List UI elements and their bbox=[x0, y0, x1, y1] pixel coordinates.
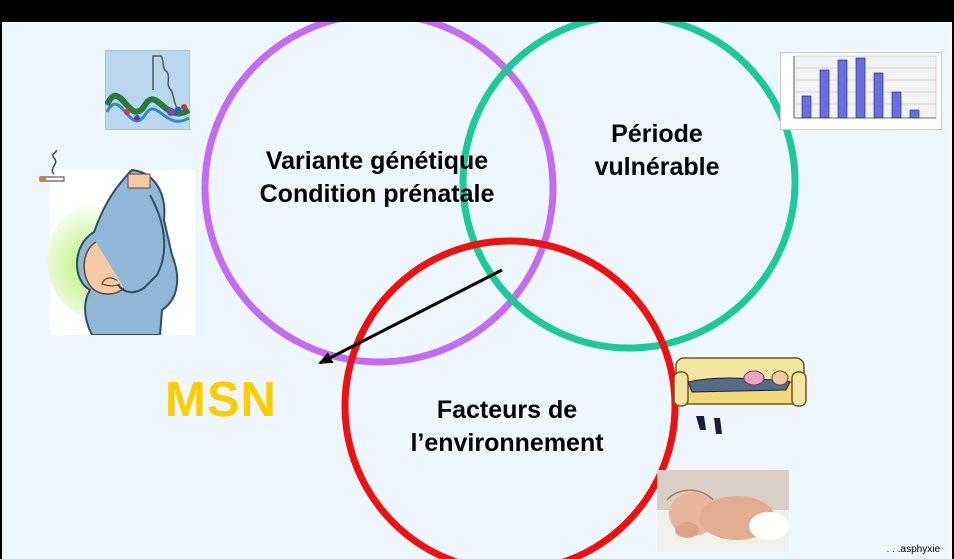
vulnerable-period-label-line-1: Période bbox=[611, 120, 703, 148]
outcome-arrow bbox=[318, 268, 503, 365]
baby-prone-sleeping-image bbox=[657, 470, 789, 552]
outcome-label: MSN bbox=[165, 373, 277, 427]
vulnerable-period-circle bbox=[459, 22, 799, 352]
pregnant-smoking-image bbox=[39, 150, 195, 335]
vulnerable-period-label: Période vulnérable bbox=[562, 118, 752, 184]
footnote: . . .asphyxie bbox=[886, 544, 940, 555]
vulnerable-period-label-line-2: vulnérable bbox=[594, 153, 720, 181]
venn-diagram bbox=[201, 22, 799, 559]
dna-image bbox=[105, 50, 190, 130]
genetic-label: Variante génétique Condition prénatale bbox=[227, 145, 527, 211]
genetic-label-line-2: Condition prénatale bbox=[259, 180, 495, 208]
genetic-circle bbox=[201, 22, 557, 366]
sleeping-on-sofa-image bbox=[674, 357, 807, 434]
slide: Variante génétique Condition prénatale P… bbox=[2, 22, 952, 559]
environment-label-line-1: Facteurs de bbox=[436, 396, 578, 424]
genetic-label-line-1: Variante génétique bbox=[265, 147, 489, 175]
environment-label-line-2: l’environnement bbox=[410, 429, 604, 457]
age-distribution-chart-image bbox=[780, 52, 942, 130]
environment-label: Facteurs de l’environnement bbox=[362, 394, 652, 460]
environment-circle bbox=[341, 237, 679, 559]
